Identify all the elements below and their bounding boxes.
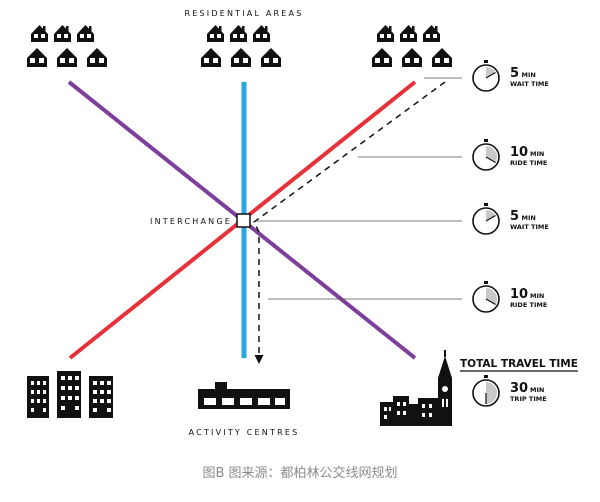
figure-caption: 图B 图来源：都柏林公交线网规划 bbox=[202, 465, 397, 481]
residential-cluster-right bbox=[372, 25, 452, 67]
stopwatch-icon bbox=[472, 375, 500, 407]
timing-number: 10 bbox=[510, 145, 528, 160]
timing-subtitle: WAIT TIME bbox=[510, 80, 549, 88]
total-travel-time-title: TOTAL TRAVEL TIME bbox=[460, 358, 578, 370]
total-subtitle: TRIP TIME bbox=[510, 395, 547, 403]
activity-centre-building bbox=[198, 382, 290, 409]
timing-subtitle: RIDE TIME bbox=[510, 159, 547, 167]
stopwatch-fill bbox=[486, 209, 496, 221]
interchange-node bbox=[236, 213, 251, 228]
stopwatch-icon bbox=[472, 139, 500, 171]
timing-subtitle: WAIT TIME bbox=[510, 223, 549, 231]
timing-unit: MIN bbox=[530, 150, 544, 158]
stopwatch-icon bbox=[472, 203, 500, 235]
stopwatch-icon bbox=[472, 60, 500, 92]
journey-arrowhead bbox=[254, 355, 264, 364]
office-buildings bbox=[27, 371, 113, 418]
timing-number: 5 bbox=[510, 209, 519, 224]
city-skyline bbox=[380, 350, 452, 426]
timing-number: 10 bbox=[510, 287, 528, 302]
stopwatch-icon bbox=[472, 281, 500, 313]
residential-cluster-left bbox=[27, 25, 107, 67]
interchange-label: INTERCHANGE bbox=[150, 217, 232, 226]
activity-centres-label: ACTIVITY CENTRES bbox=[189, 428, 300, 437]
timing-unit: MIN bbox=[530, 292, 544, 300]
journey-path bbox=[253, 81, 446, 355]
stopwatch-fill bbox=[486, 67, 496, 78]
timing-subtitle: RIDE TIME bbox=[510, 301, 547, 309]
residential-cluster-center bbox=[201, 25, 281, 67]
stopwatch-fill bbox=[486, 382, 497, 404]
timing-unit: MIN bbox=[522, 71, 536, 79]
timing-number: 5 bbox=[510, 66, 519, 81]
total-unit: MIN bbox=[530, 386, 544, 394]
timing-unit: MIN bbox=[522, 214, 536, 222]
residential-areas-label: RESIDENTIAL AREAS bbox=[184, 9, 303, 18]
total-number: 30 bbox=[510, 381, 528, 396]
